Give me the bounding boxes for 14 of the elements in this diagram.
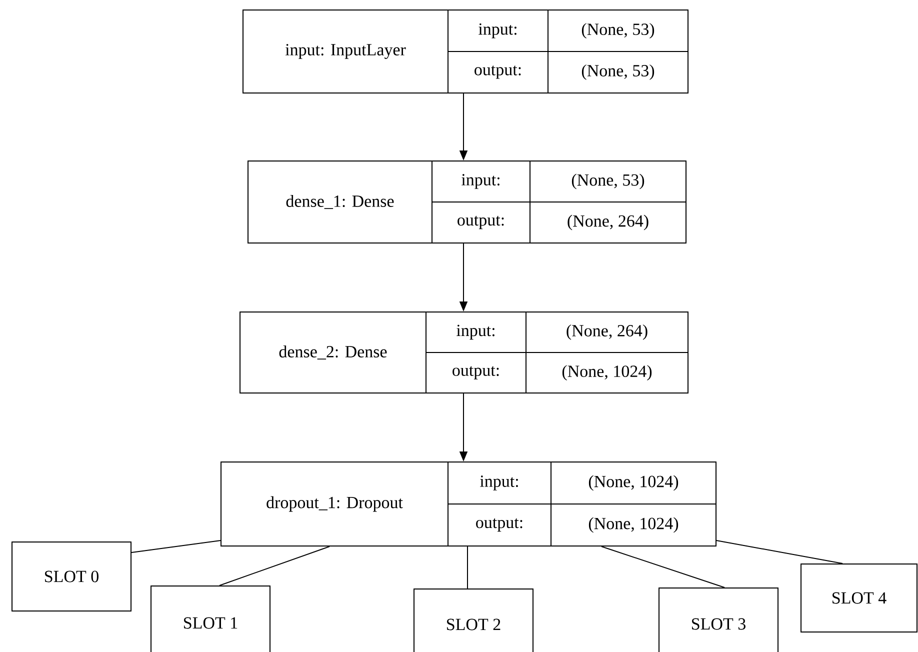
slot-box: SLOT 4 [800,563,918,632]
connector-line [467,546,468,589]
layer-box: input: InputLayer input: (None, 53) output: (None, 53) [242,9,688,94]
connector-line [601,546,725,588]
layer-box: dropout_1: Dropout input: (None, 1024) output: (None, 1024) [220,461,716,546]
connector-line [716,540,843,564]
connector-line [131,540,221,553]
connector-line [219,546,330,586]
layer-box: dense_2: Dense input: (None, 264) output: (None, 1024) [240,311,688,394]
slot-box: SLOT 0 [12,541,132,612]
slot-box: SLOT 1 [150,585,270,652]
layer-box: dense_1: Dense input: (None, 53) output: (None, 264) [248,160,686,244]
slot-box: SLOT 3 [658,587,778,652]
slot-box: SLOT 2 [414,588,534,652]
